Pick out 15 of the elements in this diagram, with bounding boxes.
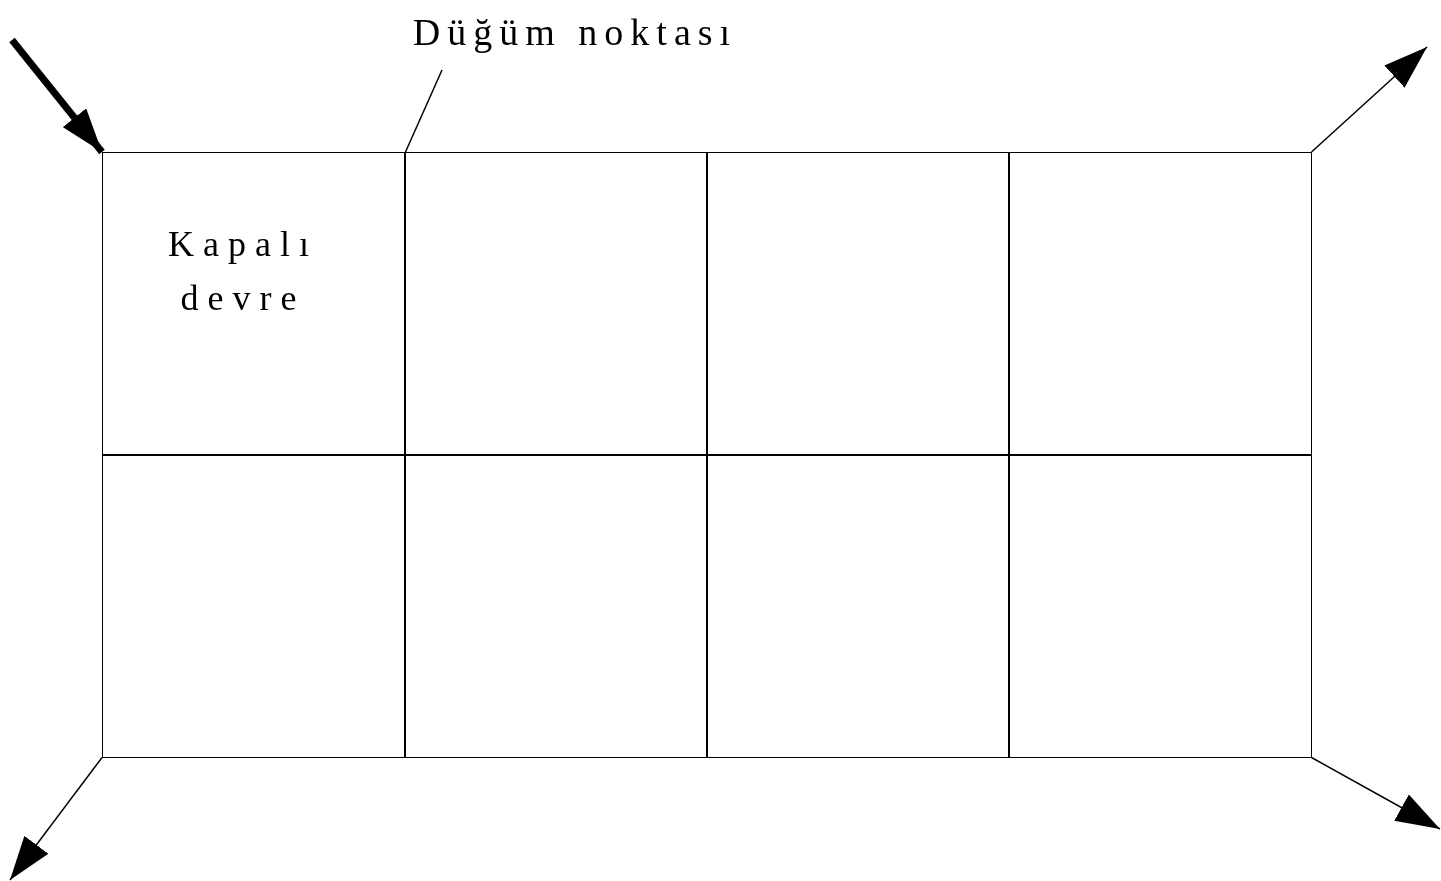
node-label: Düğüm noktası bbox=[411, 10, 739, 55]
arrow bbox=[1310, 756, 1441, 830]
arrow bbox=[9, 756, 103, 881]
arrow bbox=[9, 37, 105, 155]
circuit-cell bbox=[404, 454, 708, 758]
circuit-cell bbox=[404, 152, 708, 456]
leader-line bbox=[404, 69, 443, 153]
circuit-cell bbox=[102, 454, 406, 758]
circuit-cell bbox=[1008, 454, 1312, 758]
circuit-cell bbox=[1008, 152, 1312, 456]
circuit-cell bbox=[706, 152, 1010, 456]
circuit-cell bbox=[102, 152, 406, 456]
cell-label: Kapalı devre bbox=[167, 223, 319, 320]
arrow bbox=[1310, 46, 1428, 153]
circuit-cell bbox=[706, 454, 1010, 758]
